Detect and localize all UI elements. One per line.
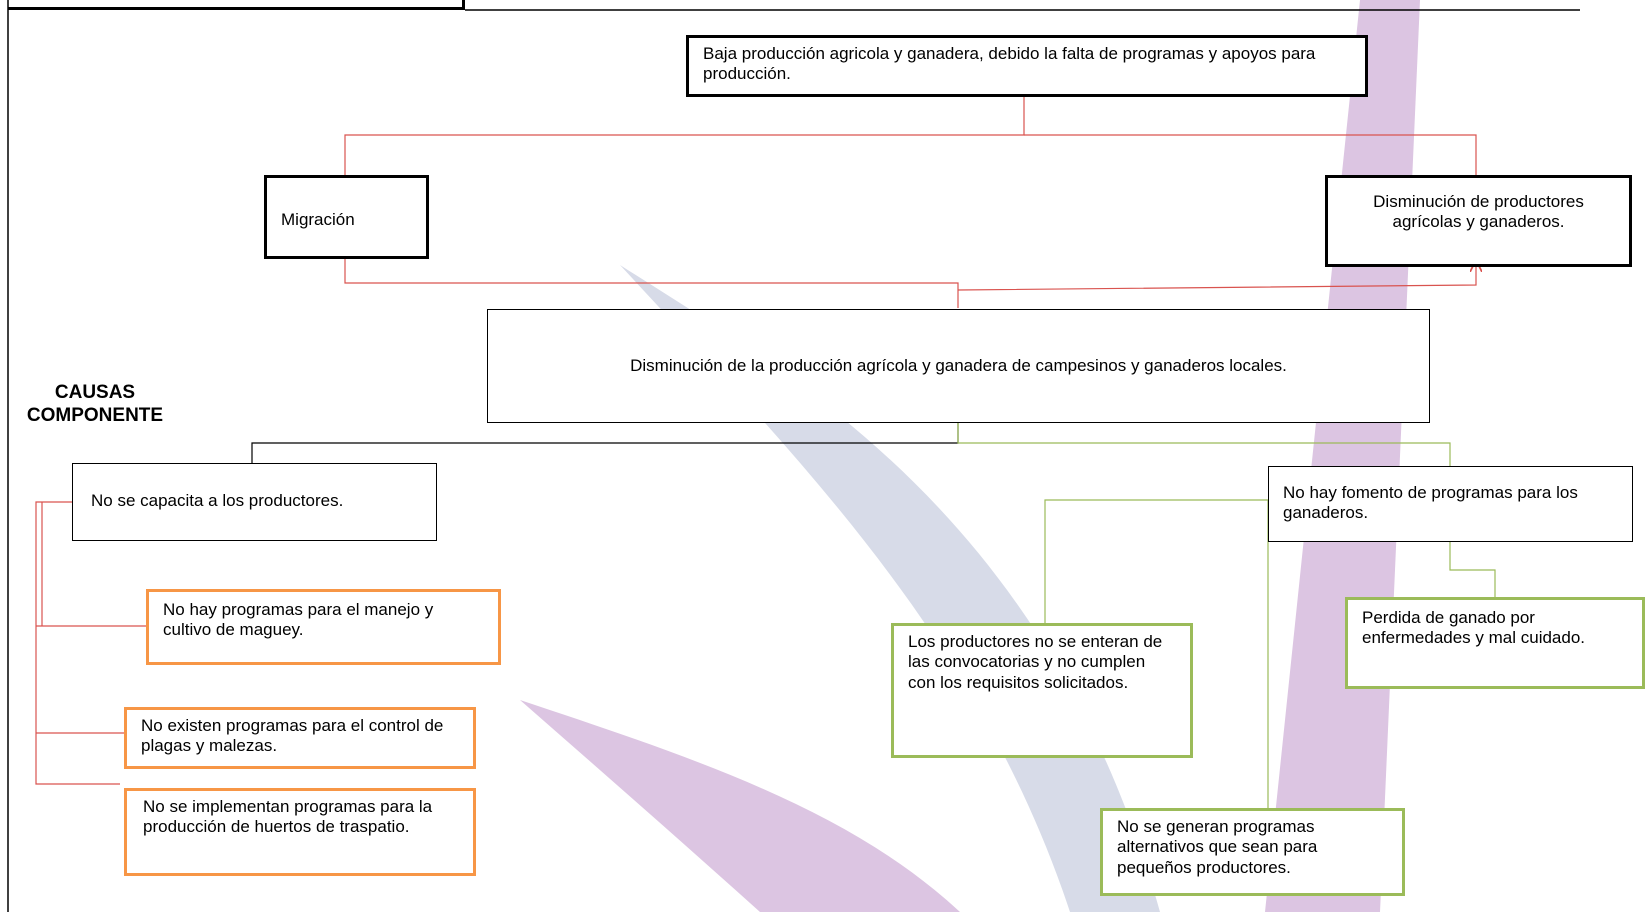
connector-livestock-calls	[1044, 499, 1268, 623]
subcause-pests-box: No existen programas para el control de …	[124, 707, 476, 769]
subcause-maguey-text: No hay programas para el manejo y cultiv…	[163, 600, 434, 640]
header-stub	[8, 0, 465, 10]
subcause-cattle-loss-text: Perdida de ganado por enfermedades y mal…	[1362, 608, 1586, 648]
subcause-small-producers-text: No se generan programas alternativos que…	[1117, 817, 1318, 877]
connector-central-fewer-producers	[957, 266, 1476, 291]
subcause-maguey-box: No hay programas para el manejo y cultiv…	[146, 589, 501, 665]
effect-migration-text: Migración	[281, 210, 355, 229]
connector-central-training	[251, 423, 959, 463]
effect-fewer-producers-text: Disminución de productores agrícolas y g…	[1373, 192, 1584, 232]
connector-livestock-cattle-loss	[1449, 542, 1496, 597]
subcause-calls-text: Los productores no se enteran de las con…	[908, 632, 1163, 692]
causes-heading-line1: CAUSAS	[54, 382, 136, 403]
connector-migration-central	[344, 258, 959, 308]
cause-no-training-box: No se capacita a los productores.	[72, 463, 437, 541]
top-problem-box: Baja producción agricola y ganadera, deb…	[686, 35, 1368, 97]
cause-no-livestock-programs-text: No hay fomento de programas para los gan…	[1283, 483, 1578, 523]
effect-fewer-producers-box: Disminución de productores agrícolas y g…	[1325, 175, 1632, 267]
connector-top-right-effect	[1024, 134, 1477, 175]
watermark-purple-wave	[520, 700, 960, 912]
subcause-gardens-box: No se implementan programas para la prod…	[124, 788, 476, 876]
connector-central-livestock	[957, 423, 1451, 466]
effect-migration-box: Migración	[264, 175, 429, 259]
connector-training-subcauses	[35, 501, 120, 785]
subcause-small-producers-box: No se generan programas alternativos que…	[1100, 808, 1405, 896]
subcause-pests-text: No existen programas para el control de …	[141, 716, 444, 756]
cause-no-livestock-programs-box: No hay fomento de programas para los gan…	[1268, 466, 1633, 542]
subcause-gardens-text: No se implementan programas para la prod…	[143, 797, 433, 837]
subcause-cattle-loss-box: Perdida de ganado por enfermedades y mal…	[1345, 597, 1645, 689]
top-problem-text: Baja producción agricola y ganadera, deb…	[703, 44, 1316, 84]
central-problem-text: Disminución de la producción agrícola y …	[630, 355, 1287, 375]
causes-heading-line2: COMPONENTE	[26, 404, 164, 426]
subcause-calls-box: Los productores no se enteran de las con…	[891, 623, 1193, 758]
connector-top-effects	[344, 95, 1025, 175]
causes-heading: CAUSAS COMPONENTE	[10, 382, 180, 428]
cause-no-training-text: No se capacita a los productores.	[91, 491, 344, 510]
central-problem-box: Disminución de la producción agrícola y …	[487, 309, 1430, 423]
